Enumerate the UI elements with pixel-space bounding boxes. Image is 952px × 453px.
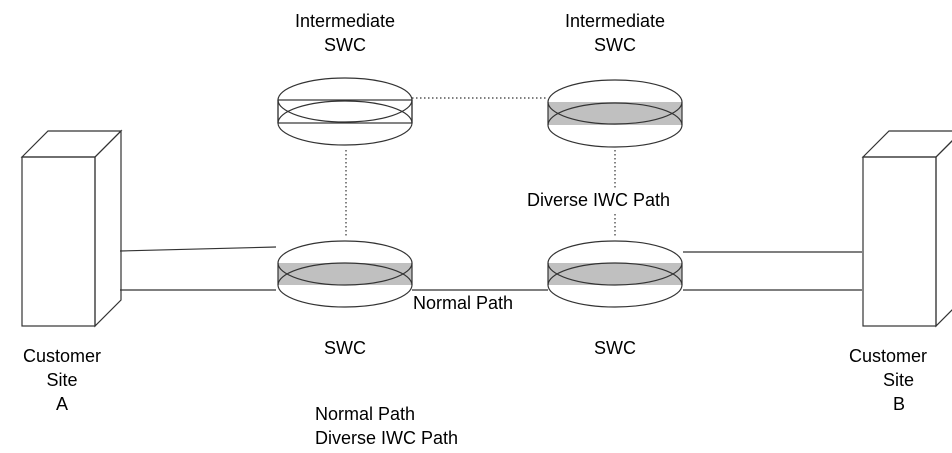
swc-left-icon (277, 240, 413, 308)
intermediate-swc-right-sub: SWC (594, 35, 636, 55)
normal-path-label: Normal Path (413, 293, 514, 313)
intermediate-swc-left-label: Intermediate SWC (270, 9, 420, 57)
swc-left-label: SWC (324, 338, 366, 358)
customer-site-b-label: Customer Site B (849, 344, 952, 416)
links (119, 97, 862, 291)
link-customer-a-top (119, 246, 277, 252)
legend-normal-path: Normal Path (315, 404, 416, 424)
customer-site-a-line3: A (55, 394, 68, 414)
diverse-path-label: Diverse IWC Path (527, 188, 671, 212)
legend: Normal Path Diverse IWC Path (315, 402, 458, 450)
intermediate-swc-right-title: Intermediate (564, 11, 666, 31)
customer-site-a-label: Customer Site A (7, 344, 117, 416)
intermediate-swc-left-icon (277, 77, 413, 146)
legend-diverse-path: Diverse IWC Path (315, 428, 459, 448)
swc-right-icon (547, 240, 683, 308)
swc-right-label: SWC (594, 338, 636, 358)
customer-site-b-server-icon (861, 130, 952, 328)
customer-site-a-line2: Site (46, 370, 78, 390)
customer-site-a-server-icon (20, 129, 123, 328)
intermediate-swc-left-title: Intermediate (294, 11, 396, 31)
customer-site-b-line2: Site (883, 370, 915, 390)
intermediate-swc-right-label: Intermediate SWC (540, 9, 690, 57)
intermediate-swc-left-sub: SWC (324, 35, 366, 55)
customer-site-a-line1: Customer (22, 346, 102, 366)
customer-site-b-line1: Customer (849, 346, 928, 366)
intermediate-swc-right-icon (547, 79, 683, 148)
customer-site-b-line3: B (893, 394, 906, 414)
